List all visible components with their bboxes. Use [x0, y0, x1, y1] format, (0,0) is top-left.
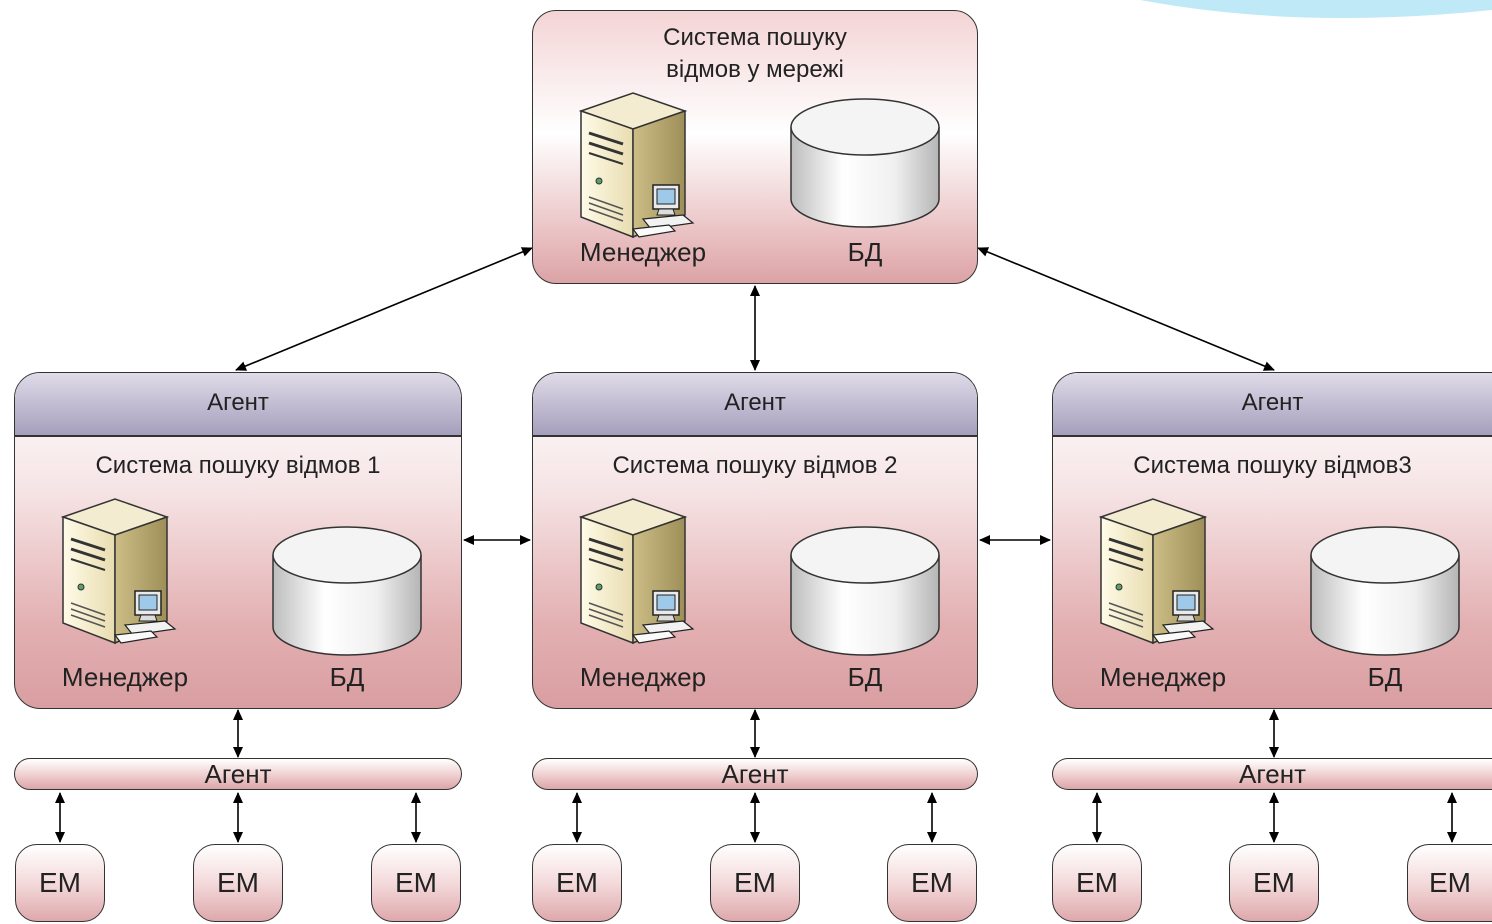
agent-bus-1: Агент [14, 758, 462, 790]
database-icon [790, 526, 940, 656]
arrow-top-to-agent-3 [977, 247, 1275, 371]
server-icon [1098, 498, 1215, 645]
corner-decoration [1140, 0, 1492, 18]
subsystem-agent-header: Агент [15, 373, 461, 437]
em-element: ЕМ [532, 844, 622, 922]
em-element: ЕМ [887, 844, 977, 922]
subsystem-title: Система пошуку відмов 1 [95, 452, 381, 479]
subsystem-agent-header: Агент [533, 373, 977, 437]
subsystem-3-box: Агент Система пошуку відмов3 Менеджер БД [1052, 372, 1492, 709]
db-label: БД [847, 662, 883, 692]
arrow-top-to-agent-1 [235, 247, 533, 371]
manager-label: Менеджер [1099, 662, 1227, 692]
subsystem-2-box: Агент Система пошуку відмов 2 Менеджер Б… [532, 372, 978, 709]
em-element: ЕМ [1229, 844, 1319, 922]
top-system-title-line1: Система пошуку [663, 24, 847, 51]
db-label: БД [847, 237, 883, 267]
subsystem-1-box: Агент Система пошуку відмов 1 Менеджер Б… [14, 372, 462, 709]
server-icon [60, 498, 177, 645]
subsystem-agent-header: Агент [1053, 373, 1492, 437]
em-element: ЕМ [371, 844, 461, 922]
db-label: БД [329, 662, 365, 692]
subsystem-title: Система пошуку відмов 2 [612, 452, 898, 479]
database-icon [272, 526, 422, 656]
server-icon [578, 498, 695, 645]
em-element: ЕМ [1052, 844, 1142, 922]
em-element: ЕМ [193, 844, 283, 922]
agent-bus-2: Агент [532, 758, 978, 790]
subsystem-title: Система пошуку відмов3 [1133, 452, 1412, 479]
em-element: ЕМ [710, 844, 800, 922]
db-label: БД [1367, 662, 1403, 692]
manager-label: Менеджер [61, 662, 189, 692]
database-icon [790, 98, 940, 228]
em-element: ЕМ [1407, 844, 1492, 922]
database-icon [1310, 526, 1460, 656]
agent-bus-3: Агент [1052, 758, 1492, 790]
server-icon [578, 92, 695, 239]
manager-label: Менеджер [579, 237, 707, 267]
em-element: ЕМ [15, 844, 105, 922]
top-system-box: Система пошуку відмов у мережі Менеджер … [532, 10, 978, 284]
manager-label: Менеджер [579, 662, 707, 692]
top-system-title-line2: відмов у мережі [666, 56, 844, 83]
